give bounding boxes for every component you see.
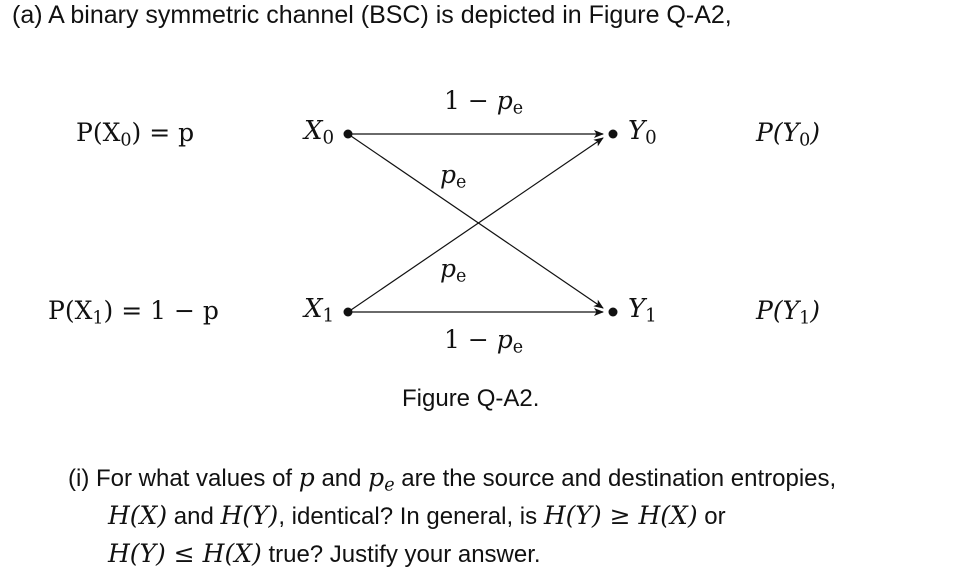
edge-label-cross-upper: pe xyxy=(440,160,467,193)
node-y1-label: Y1 xyxy=(628,294,657,327)
node-x0-label: X0 xyxy=(304,116,335,149)
node-y1-dot xyxy=(608,307,618,317)
edge-label-cross-lower: pe xyxy=(440,254,467,287)
node-x1-label: X1 xyxy=(304,294,335,327)
part-i-label: (i) xyxy=(68,465,90,492)
node-y0-label: Y0 xyxy=(628,116,657,149)
math-p: p xyxy=(298,463,315,492)
prob-y1-label: P(Y1) xyxy=(756,296,820,329)
math-hy-ge-hx: H(Y) ≥ H(X) xyxy=(543,501,698,530)
figure-caption: Figure Q-A2. xyxy=(402,385,540,412)
prob-x0-label: P(X0) = p xyxy=(76,118,195,151)
question-line-3: H(Y) ≤ H(X) true? Justify your answer. xyxy=(108,539,541,568)
math-hx: H(X) xyxy=(108,501,168,530)
node-x1-dot xyxy=(343,307,353,317)
part-a-text: (a) A binary symmetric channel (BSC) is … xyxy=(12,1,732,29)
node-x0-dot xyxy=(343,129,353,139)
edge-label-bottom: 1 − pe xyxy=(444,325,524,358)
edge-x1-y0 xyxy=(347,137,604,313)
math-hy-le-hx: H(Y) ≤ H(X) xyxy=(108,539,262,568)
math-pe: pe xyxy=(368,463,395,496)
prob-y0-label: P(Y0) xyxy=(756,118,820,151)
question-line-2: H(X) and H(Y), identical? In general, is… xyxy=(108,501,726,530)
math-hy: H(Y) xyxy=(220,501,279,530)
question-part-i: (i) For what values of p and pe are the … xyxy=(68,459,948,573)
edge-label-top: 1 − pe xyxy=(444,86,524,119)
question-line-1: (i) For what values of p and pe are the … xyxy=(68,463,837,496)
node-y0-dot xyxy=(608,129,618,139)
edge-x0-y1 xyxy=(347,133,604,309)
prob-x1-label: P(X1) = 1 − p xyxy=(48,296,219,329)
